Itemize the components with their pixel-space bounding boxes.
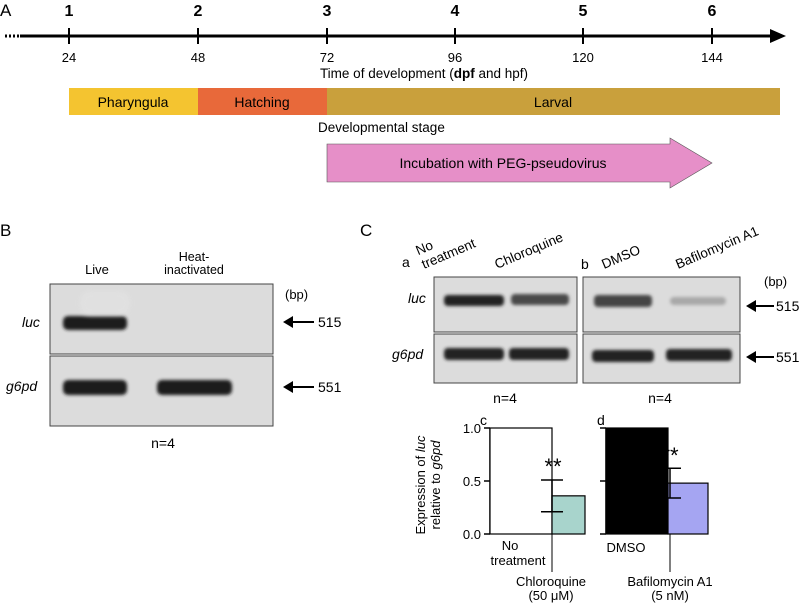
- xlabel-bafilomycin-2: (5 nM): [651, 588, 689, 603]
- stage-hatching-label: Hatching: [234, 94, 289, 110]
- xlabel-chloroquine-2: (50 μM): [528, 588, 573, 603]
- bar-chloroquine: [551, 495, 586, 535]
- gel-g6pd-c-left: [433, 333, 578, 384]
- band-g6pd-chloroquine: [509, 348, 569, 360]
- lane-label-dmso: DMSO: [599, 242, 642, 272]
- hour-label-144: 144: [701, 50, 723, 65]
- band-g6pd-heat: [157, 380, 232, 395]
- chart-c-ytick-label-1: 1.0: [463, 421, 481, 436]
- hour-label-24: 24: [62, 50, 76, 65]
- chart-ylabel-line2: relative to g6pd: [428, 440, 443, 530]
- n-label-c-right: n=4: [648, 390, 672, 406]
- band-luc-chloroquine: [511, 294, 569, 305]
- gene-label-luc-b: luc: [22, 314, 40, 330]
- stage-caption: Developmental stage: [318, 120, 445, 135]
- day-label-2: 2: [194, 3, 203, 20]
- lane-label-heat-2: inactivated: [164, 263, 224, 277]
- day-labels: 1 2 3 4 5 6: [65, 3, 717, 20]
- n-label-c-left: n=4: [493, 390, 517, 406]
- timeline-arrowhead: [770, 29, 786, 43]
- bar-dmso: [605, 427, 669, 535]
- band-g6pd-no-treatment: [444, 348, 504, 360]
- stage-hatching: [198, 88, 327, 115]
- gel-luc-b: [49, 283, 274, 355]
- stage-larval: [327, 88, 780, 115]
- bar-bafilomycin: [667, 482, 709, 535]
- panel-a: A 1 2 3 4 5 6 24 48 72 96 120 1 4: [0, 1, 786, 189]
- day-label-6: 6: [708, 3, 717, 20]
- chart-c-ytick-label-0: 0.0: [463, 527, 481, 542]
- lane-label-heat-1: Heat-: [179, 250, 210, 264]
- size-label-551-c: 551: [776, 349, 800, 365]
- size-label-515-c: 515: [776, 298, 800, 314]
- band-luc-live: [63, 316, 127, 330]
- size-label-551-b: 551: [318, 379, 342, 395]
- panel-c: C a b No treatment Chloroquine DMSO Bafi…: [360, 221, 800, 603]
- panel-b-label: B: [0, 221, 11, 240]
- lane-label-bafilomycin: Bafilomycin A1: [673, 223, 760, 271]
- band-g6pd-bafilomycin: [666, 349, 732, 361]
- lane-label-chloroquine: Chloroquine: [492, 230, 565, 272]
- hour-label-120: 120: [572, 50, 594, 65]
- gel-g6pd-c-right: [582, 333, 741, 384]
- band-g6pd-live: [63, 380, 127, 395]
- gene-label-g6pd-c: g6pd: [392, 346, 424, 362]
- bp-unit-b: (bp): [285, 287, 308, 302]
- sig-bafilomycin: **: [661, 443, 679, 468]
- chart-ylabel-line1: Expression of luc: [413, 435, 428, 534]
- chart-ylabel: Expression of luc relative to g6pd: [413, 435, 443, 534]
- incubation-label: Incubation with PEG-pseudovirus: [400, 155, 607, 171]
- stage-bars: Pharyngula Hatching Larval: [69, 88, 780, 115]
- subpanel-b-label: b: [581, 256, 589, 272]
- panel-b: B Live Heat- inactivated (bp) luc g6pd 5…: [0, 221, 342, 451]
- size-label-515-b: 515: [318, 314, 342, 330]
- panel-a-label: A: [0, 1, 12, 20]
- hour-label-48: 48: [191, 50, 205, 65]
- n-label-b: n=4: [151, 435, 175, 451]
- gel-luc-c-left: [433, 276, 578, 333]
- subpanel-a-label: a: [402, 254, 410, 270]
- gel-luc-c-right: [582, 276, 741, 333]
- chart-xlabels: No treatment Chloroquine (50 μM) DMSO Ba…: [491, 538, 713, 603]
- hour-labels: 24 48 72 96 120 144: [62, 50, 723, 65]
- gel-g6pd-b: [49, 355, 274, 427]
- xlabel-bafilomycin-1: Bafilomycin A1: [627, 574, 712, 589]
- subpanel-c-label: c: [480, 412, 487, 428]
- chart-d: **: [600, 427, 709, 572]
- stage-pharyngula-label: Pharyngula: [98, 94, 169, 110]
- panel-c-label: C: [360, 221, 372, 240]
- subpanel-d-label: d: [597, 412, 605, 428]
- band-luc-no-treatment: [444, 295, 504, 306]
- xlabel-no-treatment-1: No: [502, 538, 519, 553]
- hour-label-96: 96: [448, 50, 462, 65]
- timeline-axis-title: Time of development (dpf and hpf): [320, 66, 528, 81]
- lane-label-live: Live: [85, 262, 109, 277]
- sig-chloroquine: **: [544, 454, 562, 479]
- xlabel-chloroquine-1: Chloroquine: [516, 574, 586, 589]
- gene-label-g6pd-b: g6pd: [6, 378, 38, 394]
- band-g6pd-dmso: [592, 350, 654, 362]
- stage-pharyngula: [69, 88, 198, 115]
- stage-larval-label: Larval: [534, 94, 572, 110]
- bp-unit-c: (bp): [764, 274, 787, 289]
- band-luc-bafilomycin: [670, 297, 726, 305]
- xlabel-no-treatment-2: treatment: [491, 553, 546, 568]
- day-label-5: 5: [579, 3, 588, 20]
- chart-c-ytick-label-0.5: 0.5: [463, 474, 481, 489]
- day-label-1: 1: [65, 3, 74, 20]
- xlabel-dmso: DMSO: [607, 540, 646, 555]
- hour-label-72: 72: [320, 50, 334, 65]
- day-label-4: 4: [451, 3, 460, 20]
- gene-label-luc-c: luc: [408, 290, 426, 306]
- day-label-3: 3: [323, 3, 332, 20]
- band-luc-dmso: [594, 295, 652, 307]
- lane-label-no-treatment-1: No: [413, 237, 435, 258]
- incubation-arrow: [326, 137, 713, 189]
- chart-c: 0.0 0.5 1.0 **: [463, 421, 586, 572]
- timeline-ticks: [68, 28, 713, 44]
- bar-no-treatment: [489, 427, 553, 535]
